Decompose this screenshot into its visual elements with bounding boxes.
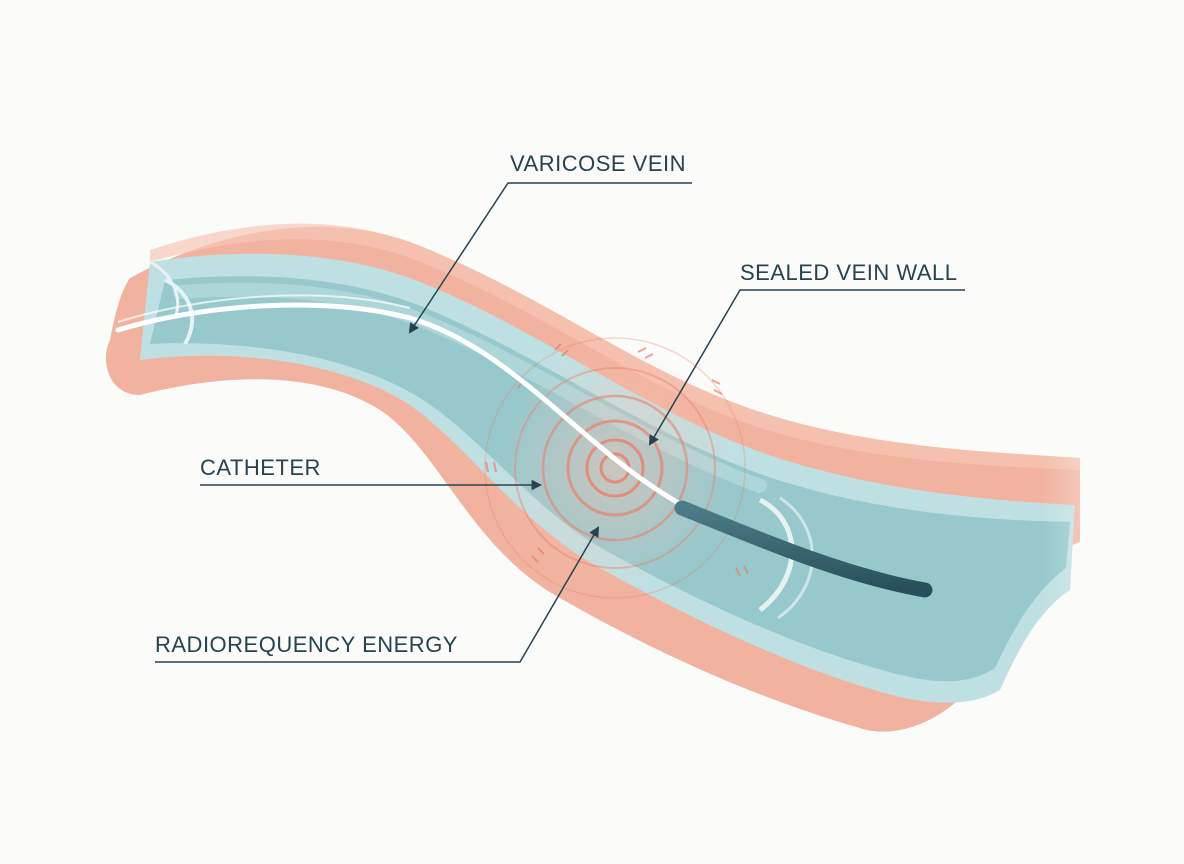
catheter-icon xyxy=(115,294,933,598)
radiofrequency-energy-leader xyxy=(155,526,600,663)
energy-rings-icon xyxy=(484,337,746,599)
label-radiofrequency-energy: RADIOREQUENCY ENERGY xyxy=(155,632,458,657)
catheter-sheath xyxy=(115,302,688,509)
energy-ring-2 xyxy=(585,438,645,498)
energy-ring-5 xyxy=(514,367,716,569)
energy-ring-3 xyxy=(566,419,664,517)
heat-tick xyxy=(485,461,497,473)
heat-tick xyxy=(554,343,569,357)
heat-ticks xyxy=(485,343,749,577)
leader-lines xyxy=(155,182,965,663)
varicose-vein-leader xyxy=(408,182,692,334)
energy-glow xyxy=(495,348,735,588)
heat-tick xyxy=(735,565,749,577)
energy-ring-6 xyxy=(484,337,746,599)
label-catheter: CATHETER xyxy=(200,455,321,480)
catheter-sheath-outer xyxy=(117,294,411,323)
heat-tick xyxy=(531,547,545,563)
catheter-tip xyxy=(674,500,933,598)
heat-tick xyxy=(711,379,723,395)
sealed-vein-wall-leader xyxy=(648,289,965,446)
label-sealed-vein-wall: SEALED VEIN WALL xyxy=(740,260,958,285)
heat-tick xyxy=(637,347,654,359)
label-varicose-vein: VARICOSE VEIN xyxy=(510,151,687,176)
energy-ring-4 xyxy=(541,394,689,542)
